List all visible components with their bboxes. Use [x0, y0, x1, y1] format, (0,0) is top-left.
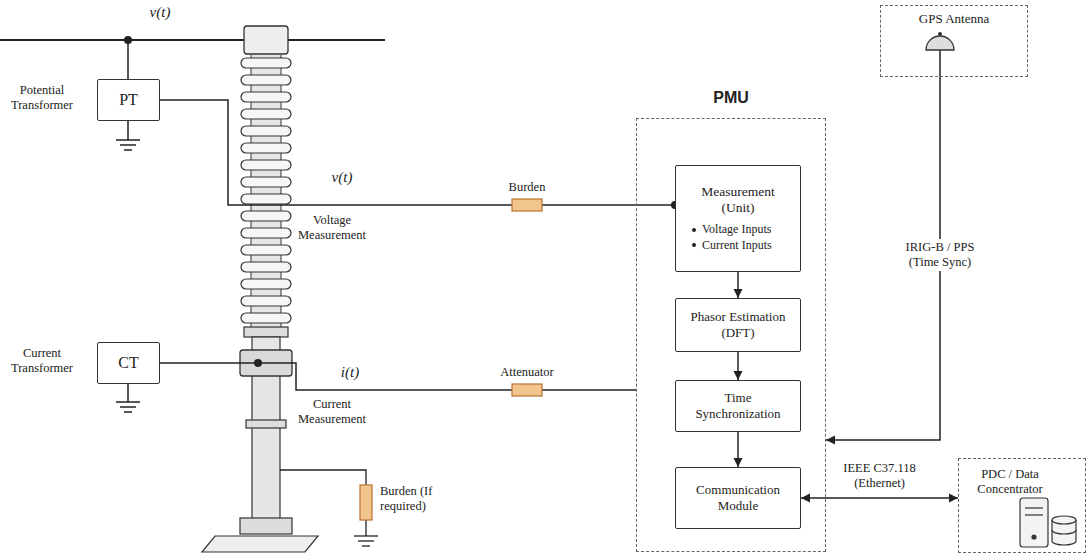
connector [734, 352, 743, 380]
edge-label: IRIG-B / PPS (Time Sync) [896, 239, 984, 271]
node-label: CT [118, 353, 138, 372]
connector [160, 100, 675, 205]
signal-name: v(t) [322, 168, 362, 186]
component-label: Burden [497, 180, 557, 195]
time-sync-box: Time Synchronization [675, 380, 801, 432]
bushing-cap [244, 26, 288, 54]
ground-wire [127, 121, 129, 140]
attenuator-symbol [512, 384, 542, 396]
arrowhead [734, 289, 743, 298]
communication-module-box: Communication Module [675, 467, 801, 529]
connector [734, 272, 743, 298]
component-label: Potential Transformer [2, 83, 82, 113]
node-label: Time Synchronization [686, 390, 790, 421]
ct-box: CT [97, 342, 160, 384]
ground-bar [120, 144, 136, 146]
edge-label: IEEE C37.118 (Ethernet) [836, 460, 924, 492]
measurement-unit-box: Measurement (Unit) Voltage InputsCurrent … [675, 165, 801, 272]
component-label: Burden (If required) [380, 484, 438, 514]
database-ring [1052, 530, 1076, 534]
connector [734, 432, 743, 467]
node-label: GPS Antenna [919, 11, 989, 27]
component-label: Current Transformer [2, 346, 82, 376]
arrowhead [734, 458, 743, 467]
bullet-text: Current Inputs [702, 238, 772, 254]
server-tower [1020, 498, 1048, 547]
base-plate [202, 536, 318, 552]
connector [801, 494, 958, 503]
connector-line [160, 363, 636, 390]
ground-wire [365, 520, 366, 536]
server-led [1032, 535, 1036, 539]
arrowhead [801, 494, 810, 503]
arrowhead [734, 371, 743, 380]
signal-name: v(t) [140, 3, 180, 21]
ground-bar [120, 406, 136, 408]
optional-burden-branch [280, 470, 378, 546]
pt-tap-wire [127, 40, 129, 79]
signal-name: i(t) [330, 363, 370, 381]
ground-symbol [116, 384, 140, 412]
ground-bar [116, 139, 140, 141]
arrowhead [826, 436, 835, 445]
burden-resistor [360, 485, 372, 520]
arrowhead [949, 494, 958, 503]
node-label: Measurement (Unit) [692, 184, 784, 216]
gps-antenna-box: GPS Antenna [880, 5, 1028, 77]
node-label: PDC / Data Concentrator [967, 467, 1053, 497]
bullet-text: Voltage Inputs [702, 222, 771, 238]
ground-bar [116, 401, 140, 403]
burden-resistor [512, 199, 542, 211]
connector [160, 363, 636, 390]
ground-symbol [116, 121, 140, 150]
pedestal [240, 518, 292, 534]
node-label: Communication Module [686, 482, 790, 513]
phasor-estimation-box: Phasor Estimation (DFT) [675, 298, 801, 352]
connector-line [801, 497, 958, 499]
bushing-flange [244, 327, 288, 337]
pt-box: PT [97, 79, 160, 121]
pdc-box: PDC / Data Concentrator [958, 458, 1086, 553]
server-slot [1025, 507, 1043, 508]
node-label: PT [119, 90, 138, 109]
ground-bar [124, 149, 132, 151]
antenna-tip [938, 32, 942, 36]
wire-label: Voltage Measurement [294, 213, 370, 243]
bullet-dot [692, 228, 696, 232]
server-icon [1020, 498, 1076, 547]
pmu-title: PMU [637, 88, 825, 107]
gps-antenna-icon [926, 32, 954, 77]
component-label: Attenuator [490, 365, 564, 380]
database-top [1052, 516, 1076, 524]
pmu-enclosure: PMUMeasurement (Unit)Voltage InputsCurre… [636, 118, 826, 552]
column-collar [246, 420, 286, 428]
ground-wire [127, 384, 129, 402]
antenna-stem [939, 50, 941, 77]
bullet-dot [692, 243, 696, 247]
connector-line [160, 100, 675, 205]
junction-dot [254, 359, 262, 367]
ground-bar [124, 411, 132, 413]
burden-wire [280, 470, 366, 485]
ground-bar [362, 545, 370, 546]
server-slot [1025, 514, 1043, 515]
node-label: Phasor Estimation (DFT) [682, 309, 794, 340]
ground-bar [354, 535, 378, 536]
insulator-sheds [240, 55, 292, 327]
wire-label: Current Measurement [294, 397, 370, 427]
bushing-insulator [202, 26, 318, 552]
ground-bar [358, 540, 374, 541]
bullet-item: Voltage Inputs [692, 222, 771, 238]
bullet-item: Current Inputs [692, 238, 772, 254]
antenna-dome [926, 36, 954, 50]
bus-line [0, 39, 385, 41]
